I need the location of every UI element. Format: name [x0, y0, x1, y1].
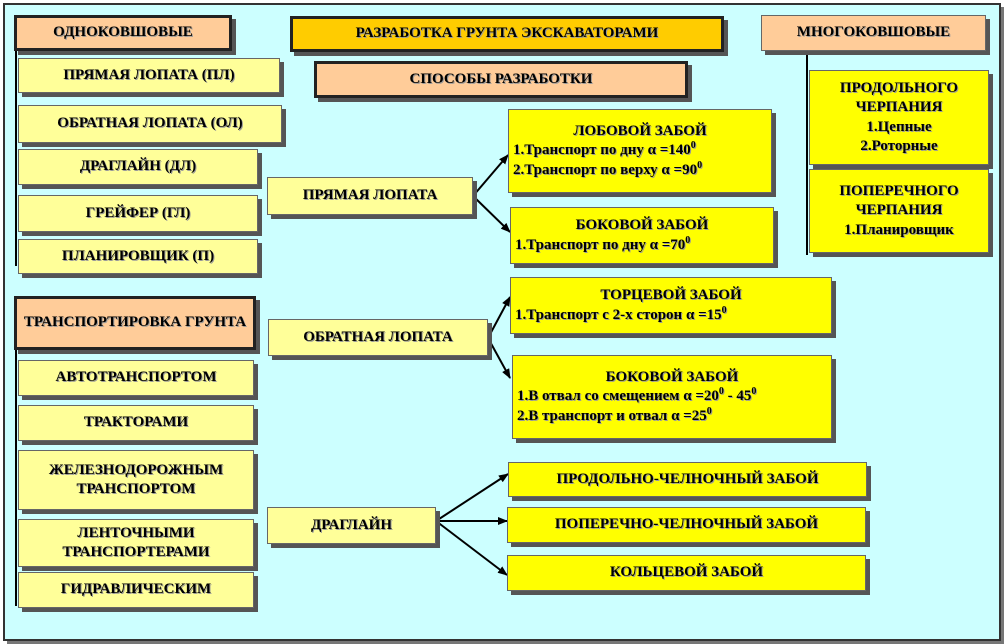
face-frontal: ЛОБОВОЙ ЗАБОЙ 1.Транспорт по дну α =1400… — [508, 109, 772, 193]
face-line: 1.Транспорт по дну α =700 — [515, 234, 691, 253]
arrow-backhoe-to-side — [487, 337, 511, 379]
transport-item: АВТОТРАНСПОРТОМ — [18, 360, 254, 396]
transverse-title: ПОПЕРЕЧНОГО ЧЕРПАНИЯ — [839, 182, 959, 219]
face-line: 1.Транспорт по дну α =1400 — [513, 140, 696, 159]
face-title: ТОРЦЕВОЙ ЗАБОЙ — [600, 287, 742, 303]
longitudinal-title: ПРОДОЛЬНОГО ЧЕРПАНИЯ — [839, 79, 959, 116]
transport-item: ГИДРАВЛИЧЕСКИМ — [18, 572, 254, 608]
transverse-scooping-box: ПОПЕРЕЧНОГО ЧЕРПАНИЯ 1.Планировщик — [809, 169, 989, 253]
single-bucket-item: ДРАГЛАЙН (ДЛ) — [18, 149, 258, 185]
single-bucket-header: ОДНОКОВШОВЫЕ — [14, 15, 232, 51]
face-line: 2.Транспорт по верху α =900 — [513, 159, 703, 178]
face-side-backhoe: БОКОВОЙ ЗАБОЙ 1.В отвал со смещением α =… — [512, 355, 832, 439]
single-bucket-item: ПЛАНИРОВЩИК (П) — [18, 239, 258, 274]
main-title: РАЗРАБОТКА ГРУНТА ЭКСКАВАТОРАМИ — [290, 16, 724, 52]
face-title: БОКОВОЙ ЗАБОЙ — [605, 368, 739, 385]
transport-item: ЖЕЛЕЗНОДОРОЖНЫМ ТРАНСПОРТОМ — [18, 450, 254, 510]
longitudinal-scooping-box: ПРОДОЛЬНОГО ЧЕРПАНИЯ 1.Цепные 2.Роторные — [809, 70, 989, 165]
multi-bucket-header: МНОГОКОВШОВЫЕ — [761, 15, 986, 51]
face-ring: КОЛЬЦЕВОЙ ЗАБОЙ — [507, 555, 866, 591]
longitudinal-line: 1.Цепные — [866, 118, 932, 135]
transport-item: ЛЕНТОЧНЫМИ ТРАНСПОРТЕРАМИ — [18, 519, 254, 567]
arrow-straight-to-side — [472, 195, 511, 233]
transverse-line: 1.Планировщик — [844, 221, 954, 238]
face-line: 2.В транспорт и отвал α =250 — [517, 405, 712, 424]
transport-header: ТРАНСПОРТИРОВКА ГРУНТА — [14, 296, 256, 350]
method-backhoe: ОБРАТНАЯ ЛОПАТА — [268, 319, 488, 356]
face-line: 1.Транспорт с 2-х сторон α =150 — [515, 304, 727, 323]
single-bucket-item: ОБРАТНАЯ ЛОПАТА (ОЛ) — [18, 105, 282, 143]
face-longitudinal-shuttle: ПРОДОЛЬНО-ЧЕЛНОЧНЫЙ ЗАБОЙ — [508, 462, 867, 497]
arrow-dragline-to-longitudinal — [435, 473, 509, 522]
transport-item: ТРАКТОРАМИ — [18, 405, 254, 441]
methods-title: СПОСОБЫ РАЗРАБОТКИ — [314, 61, 688, 98]
face-transverse-shuttle: ПОПЕРЕЧНО-ЧЕЛНОЧНЫЙ ЗАБОЙ — [507, 507, 866, 543]
face-side: БОКОВОЙ ЗАБОЙ 1.Транспорт по дну α =700 — [510, 207, 774, 264]
longitudinal-line: 2.Роторные — [860, 138, 938, 154]
single-bucket-item: ПРЯМАЯ ЛОПАТА (ПЛ) — [18, 58, 280, 93]
arrow-straight-to-frontal — [472, 154, 509, 197]
face-title: БОКОВОЙ ЗАБОЙ — [575, 217, 709, 233]
single-bucket-item: ГРЕЙФЕР (ГЛ) — [18, 195, 258, 232]
method-dragline: ДРАГЛАЙН — [267, 507, 436, 544]
face-line: 1.В отвал со смещением α =200 - 450 — [517, 386, 757, 405]
face-title: ЛОБОВОЙ ЗАБОЙ — [573, 122, 707, 139]
face-end: ТОРЦЕВОЙ ЗАБОЙ 1.Транспорт с 2-х сторон … — [510, 277, 832, 334]
arrow-dragline-to-ring — [435, 520, 508, 576]
arrow-backhoe-to-end — [487, 296, 511, 339]
method-straight-shovel: ПРЯМАЯ ЛОПАТА — [267, 177, 473, 215]
